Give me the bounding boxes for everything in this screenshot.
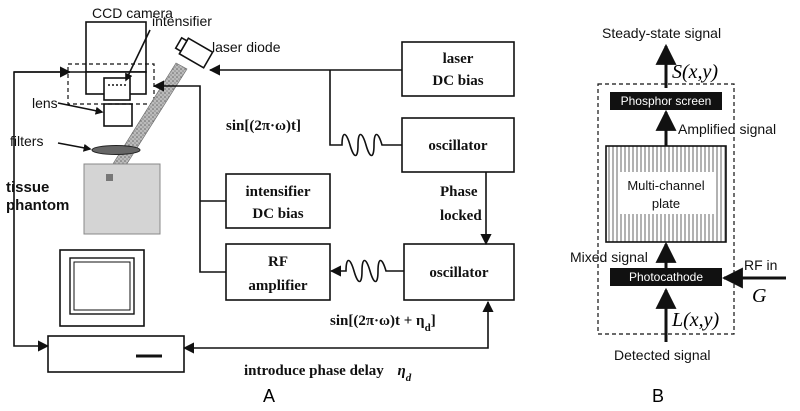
intensifier-enclosure	[597, 83, 735, 335]
phosphor-screen	[610, 92, 722, 110]
rf-amplifier-line1: RF	[268, 254, 288, 270]
wire-oscillator-bottom-coil	[329, 259, 404, 283]
oscillator-bottom-box	[403, 243, 515, 301]
filters-label: filters	[10, 133, 43, 149]
lens	[103, 103, 133, 127]
oscillator-top-label: oscillator	[428, 138, 487, 154]
computer	[47, 249, 185, 373]
wire-phase-delay	[182, 300, 494, 354]
panel-b-label: B	[652, 386, 664, 406]
phosphor-label: Phosphor screen	[621, 94, 712, 108]
intensifier-dc-bias-box	[225, 173, 331, 229]
laser-diode-label: laser diode	[212, 39, 281, 55]
laser-dc-bias-line2: DC bias	[432, 73, 483, 89]
phase-locked-line1: Phase	[440, 184, 478, 200]
mcp-line1: Multi-channel	[627, 178, 704, 193]
laser-dc-bias-line1: laser	[443, 51, 474, 67]
mixed-label: Mixed signal	[570, 249, 648, 265]
rf-amplifier-box	[225, 243, 331, 301]
sin-bottom-label: sin[(2π·ω)t + ηd]	[330, 313, 436, 334]
panel-a: CCD camera intensifier laser diode lens …	[6, 5, 515, 406]
filter	[91, 145, 141, 155]
photocathode-label: Photocathode	[629, 270, 703, 284]
intensifier-dc-line2: DC bias	[252, 206, 303, 222]
oscillator-bottom-label: oscillator	[429, 265, 488, 281]
phase-delay-label: introduce phase delay ηd	[244, 363, 412, 384]
tissue-phantom	[83, 163, 161, 235]
wire-oscillator-top-coil	[329, 70, 402, 157]
ccd-camera-body	[85, 21, 147, 73]
phantom-label: phantom	[6, 197, 69, 214]
panel-a-label: A	[263, 386, 275, 406]
intensifier-label: intensifier	[152, 13, 212, 29]
photocathode	[610, 268, 722, 286]
ccd-camera-label: CCD camera	[92, 5, 173, 21]
detected-label: Detected signal	[614, 347, 711, 363]
mcp-line2: plate	[652, 196, 680, 211]
oscillator-top-box	[401, 117, 515, 173]
panel-b: Steady-state signal S(x,y) Phosphor scre…	[570, 25, 786, 406]
rf-amplifier-line2: amplifier	[248, 278, 307, 294]
phase-locked-line2: locked	[440, 208, 482, 224]
rf-in-label: RF in	[744, 257, 777, 273]
laser-dc-bias-box	[401, 41, 515, 97]
camera-lens-housing	[103, 77, 131, 101]
s-xy-label: S(x,y)	[672, 61, 718, 83]
sin-top-label: sin[(2π·ω)t]	[226, 118, 301, 134]
l-xy-label: L(x,y)	[671, 309, 720, 331]
amplified-label: Amplified signal	[678, 121, 776, 137]
laser-diode	[174, 36, 214, 69]
steady-state-label: Steady-state signal	[602, 25, 721, 41]
wire-rf-to-intensifier	[152, 80, 226, 273]
g-label: G	[752, 285, 767, 307]
tissue-label: tissue	[6, 179, 49, 196]
lens-label: lens	[32, 95, 58, 111]
intensifier-dc-line1: intensifier	[246, 184, 311, 200]
